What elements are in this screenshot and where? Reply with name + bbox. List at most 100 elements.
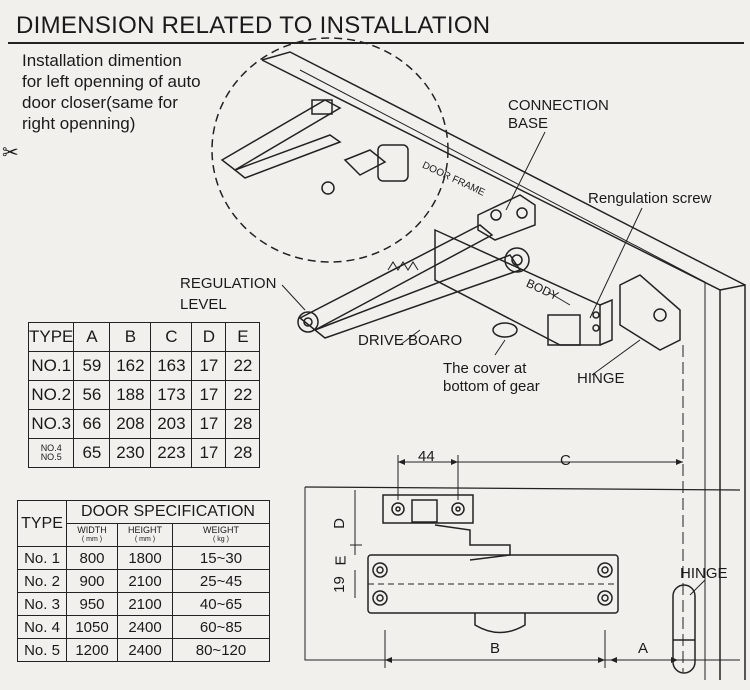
page-title: DIMENSION RELATED TO INSTALLATION — [16, 12, 491, 39]
cover-label-1: The cover at — [443, 360, 527, 377]
dim-e-label: E — [332, 555, 350, 566]
connection-base-label-1: CONNECTION — [508, 97, 609, 114]
detail-circle — [211, 37, 449, 263]
regulation-screw-label: Rengulation screw — [588, 190, 712, 207]
cell: 80~120 — [172, 638, 270, 662]
height-unit: ( mm ) — [134, 536, 156, 543]
cell: 40~65 — [172, 592, 270, 616]
cell: NO.1 — [27, 351, 75, 381]
cell: 17 — [191, 380, 227, 410]
header-c: C — [150, 322, 193, 352]
spec-header-weight: WEIGHT( kg ) — [172, 523, 270, 547]
base-plan — [382, 494, 474, 524]
cell: 28 — [225, 409, 261, 439]
intro-line-3: door closer(same for — [22, 93, 178, 112]
cell: 1200 — [66, 638, 118, 662]
cell: 22 — [225, 380, 261, 410]
cell: 66 — [73, 409, 111, 439]
door-top-edge — [304, 486, 741, 491]
cell: 188 — [109, 380, 152, 410]
cell: 25~45 — [172, 569, 270, 593]
cell: 22 — [225, 351, 261, 381]
header-a: A — [73, 322, 111, 352]
cell: 17 — [191, 351, 227, 381]
cell: 1800 — [117, 546, 173, 570]
width-label: WIDTH — [77, 525, 107, 535]
closer-body — [434, 228, 601, 346]
intro-text: Installation dimention for left openning… — [22, 50, 201, 134]
cell: 173 — [150, 380, 193, 410]
cell: 162 — [109, 351, 152, 381]
hinge-label: HINGE — [577, 370, 625, 387]
drive-arm — [313, 254, 522, 339]
cell: 2100 — [117, 592, 173, 616]
cell: No. 5 — [17, 638, 67, 662]
dim-44-label: 44 — [418, 448, 435, 465]
cell: 208 — [109, 409, 152, 439]
table-row: No. 2 900 2100 25~45 — [17, 569, 270, 593]
cell: No. 2 — [17, 569, 67, 593]
table-header-row: TYPE A B C D E — [27, 322, 261, 352]
cell: 59 — [73, 351, 111, 381]
cell: 800 — [66, 546, 118, 570]
spec-header-type: TYPE — [17, 500, 67, 547]
cell: 230 — [109, 438, 152, 468]
dim-d-label: D — [330, 518, 348, 529]
width-unit: ( mm ) — [81, 536, 103, 543]
cell: No. 1 — [17, 546, 67, 570]
dim-19-label: 19 — [330, 576, 348, 593]
cell: 1050 — [66, 615, 118, 639]
cell: 17 — [191, 409, 227, 439]
cell: 900 — [66, 569, 118, 593]
regulation-level-label-1: REGULATION — [180, 275, 277, 292]
cell: NO.3 — [27, 409, 75, 439]
scissors-icon: ✂ — [2, 142, 19, 164]
connection-base-label-2: BASE — [508, 115, 549, 132]
spec-header-height: HEIGHT( mm ) — [117, 523, 173, 547]
door-spec-table: TYPE DOOR SPECIFICATION WIDTH( mm ) HEIG… — [17, 500, 270, 662]
cell: 2400 — [117, 638, 173, 662]
table-row: NO.2 56 188 173 17 22 — [27, 380, 261, 410]
cell: 203 — [150, 409, 193, 439]
cell: 15~30 — [172, 546, 270, 570]
regulation-level-label-2: LEVEL — [180, 296, 227, 313]
regulation-arm — [298, 224, 494, 331]
intro-line-2: for left openning of auto — [22, 72, 201, 91]
connection-base — [477, 194, 536, 241]
cell: NO.2 — [27, 380, 75, 410]
table-row: No. 4 1050 2400 60~85 — [17, 615, 270, 639]
cell: No. 3 — [17, 592, 67, 616]
intro-line-4: right openning) — [22, 114, 136, 133]
header-d: D — [191, 322, 227, 352]
table-row: NO.1 59 162 163 17 22 — [27, 351, 261, 381]
cover-label-2: bottom of gear — [443, 378, 540, 395]
cell: 223 — [150, 438, 193, 468]
header-e: E — [225, 322, 261, 352]
spec-header-group: DOOR SPECIFICATION — [66, 500, 270, 524]
cell: 60~85 — [172, 615, 270, 639]
table-row: No. 3 950 2100 40~65 — [17, 592, 270, 616]
weight-label: WEIGHT — [203, 525, 239, 535]
dim-a-label: A — [638, 640, 649, 657]
dim-b-label: B — [490, 640, 501, 657]
hinge-plan — [672, 584, 696, 674]
cell: 950 — [66, 592, 118, 616]
table-row: NO.3 66 208 203 17 28 — [27, 409, 261, 439]
title-bar: DIMENSION RELATED TO INSTALLATION — [8, 6, 744, 44]
header-type: TYPE — [27, 322, 75, 352]
height-label: HEIGHT — [127, 525, 162, 535]
weight-unit: ( kg ) — [213, 536, 229, 543]
cell: 17 — [191, 438, 227, 468]
intro-line-1: Installation dimention — [22, 51, 182, 70]
hinge-top — [619, 274, 681, 351]
table-row: No. 1 800 1800 15~30 — [17, 546, 270, 570]
spec-header-width: WIDTH( mm ) — [66, 523, 118, 547]
cell: 56 — [73, 380, 111, 410]
type-no5: NO.5 — [40, 452, 62, 462]
cell: 65 — [73, 438, 111, 468]
cell: 2400 — [117, 615, 173, 639]
